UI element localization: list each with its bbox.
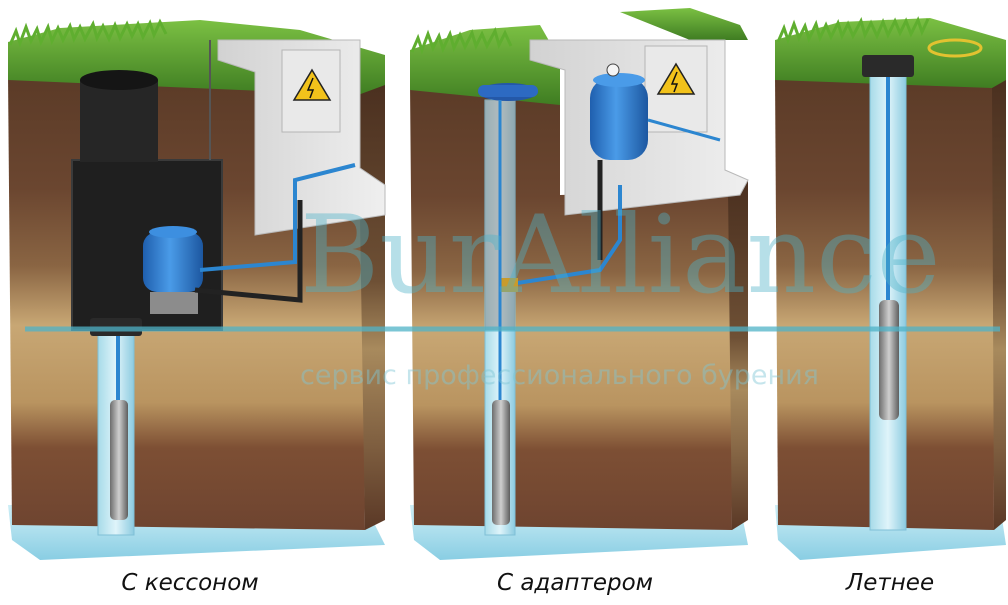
submersible-pump bbox=[879, 300, 899, 420]
caisson-neck bbox=[80, 80, 158, 162]
water-pipe bbox=[504, 185, 622, 287]
caption-summer: Летнее bbox=[845, 570, 935, 596]
watermark-tagline: сервис профессионального бурения bbox=[300, 360, 819, 391]
adapter bbox=[500, 278, 518, 292]
pressure-tank bbox=[143, 232, 203, 292]
submersible-pump bbox=[492, 400, 510, 525]
soil-side bbox=[990, 78, 1006, 530]
well-with-caisson bbox=[8, 18, 386, 560]
watermark-brand: BurAlliance bbox=[300, 193, 941, 318]
caption-caisson: С кессоном bbox=[121, 570, 259, 596]
well-with-adapter bbox=[410, 8, 749, 560]
water-pipe bbox=[199, 163, 356, 272]
electric-hazard-icon bbox=[656, 62, 696, 95]
summer-well bbox=[775, 16, 1006, 560]
pressure-tank bbox=[590, 78, 648, 160]
caption-adapter: С адаптером bbox=[496, 570, 654, 596]
submersible-pump bbox=[110, 400, 128, 520]
electric-hazard-icon bbox=[292, 68, 332, 101]
watermark: BurAlliance сервис профессионального бур… bbox=[25, 193, 1000, 391]
hose-coil bbox=[927, 38, 983, 58]
concrete-foundation bbox=[217, 39, 386, 236]
pressure-gauge bbox=[606, 63, 620, 77]
well-head bbox=[862, 55, 914, 77]
